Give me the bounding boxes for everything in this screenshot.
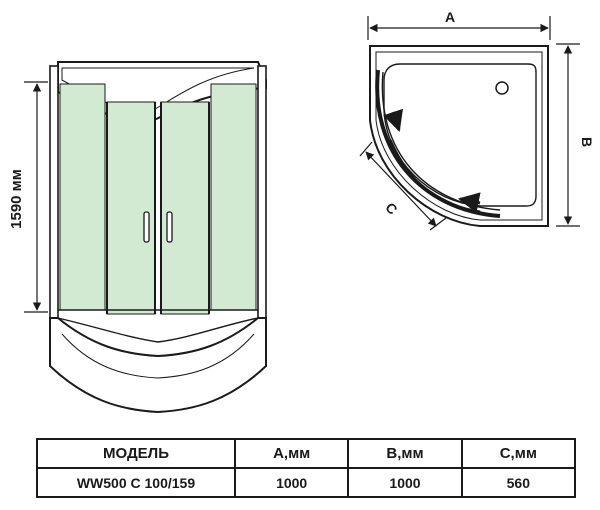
glass-panel [106,101,156,315]
table-header-row: МОДЕЛЬ A,мм B,мм C,мм [36,438,577,469]
header-a: A,мм [233,438,350,469]
drain-icon [495,81,509,95]
header-c: C,мм [460,438,577,469]
top-view: A B C [359,9,595,231]
front-view: 1590 мм [8,61,267,414]
glass-panel [210,83,257,311]
height-label: 1590 мм [8,169,25,229]
header-b: B,мм [347,438,463,469]
arrow-icon [383,108,403,132]
shower-tray [49,317,267,414]
cell-c: 560 [460,467,577,498]
shower-cabin-drawing: 1590 мм [8,9,595,414]
dimension-a-label: A [445,9,455,25]
height-dimension: 1590 мм [8,81,48,313]
arrow-icon [457,192,481,214]
right-door-handle [166,211,173,243]
cell-b: 1000 [347,467,463,498]
dimension-b-label: B [579,137,595,147]
header-model: МОДЕЛЬ [36,438,236,469]
glass-panel [59,83,106,311]
glass-panels [59,83,257,315]
glass-panel [160,101,210,315]
dimension-a: A [367,9,551,40]
cell-a: 1000 [233,467,350,498]
dimension-b: B [556,43,595,227]
spec-table: МОДЕЛЬ A,мм B,мм C,мм WW500 C 100/159 10… [36,438,577,498]
table-row: WW500 C 100/159 1000 1000 560 [36,467,577,498]
cell-model: WW500 C 100/159 [36,467,236,498]
dimension-c-label: C [382,199,400,217]
left-door-handle [143,211,150,243]
